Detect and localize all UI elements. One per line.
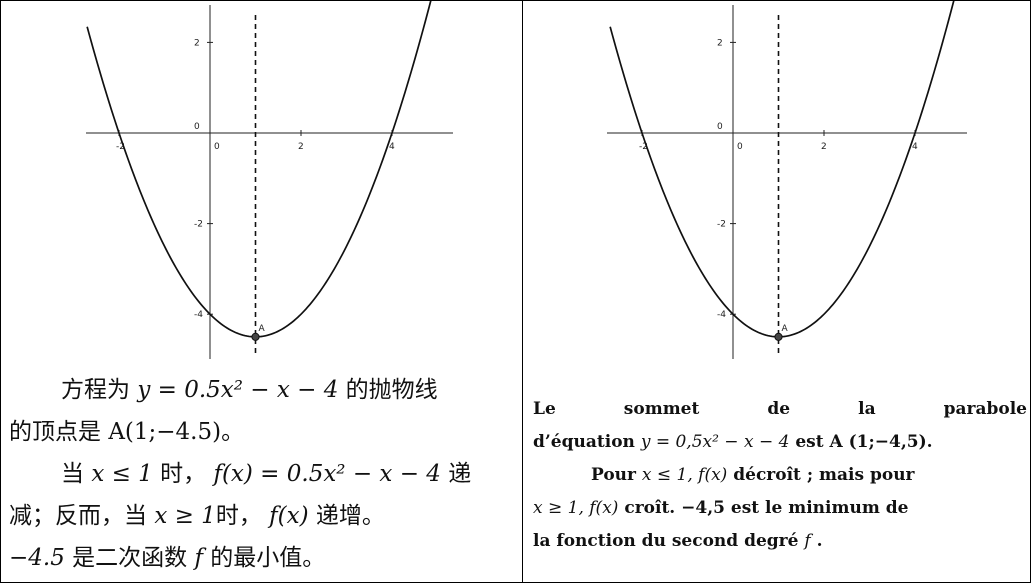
zh-text: 的顶点是 [9, 419, 109, 445]
fr-line-5: la fonction du second degré f . [533, 525, 1027, 558]
vertex-point [774, 332, 783, 341]
fr-condition: x ≥ 1, [533, 498, 584, 518]
fr-text: . [810, 531, 823, 551]
zh-line-1: 方程为 y = 0.5x² − x − 4 的抛物线 [9, 369, 519, 411]
vertex-label: A [259, 324, 266, 334]
x-tick-label: 2 [821, 142, 827, 152]
y-tick-label: 0 [717, 122, 723, 132]
vertex-point [251, 332, 260, 341]
zh-text: 时， [152, 461, 214, 487]
y-tick-label: 2 [194, 38, 200, 48]
french-explanation: Le sommet de la parabole d’équation y = … [533, 393, 1027, 558]
vertex-label: A [782, 324, 789, 334]
fr-line-2: d’équation y = 0,5x² − x − 4 est A (1;−4… [533, 426, 1027, 459]
chinese-explanation: 方程为 y = 0.5x² − x − 4 的抛物线 的顶点是 A(1;−4.5… [9, 369, 519, 579]
x-tick-label: 4 [912, 142, 918, 152]
fr-function: f(x) [583, 498, 619, 518]
x-tick-label: 2 [298, 142, 304, 152]
parabola-graph-left: -2 0 2 4 2 0 -2 -4A [86, 1, 453, 359]
zh-text: 的抛物线 [338, 377, 438, 403]
fr-line-4: x ≥ 1, f(x) croît. −4,5 est le minimum d… [533, 492, 1027, 525]
parabola-graph-right: -2 0 2 4 2 0 -2 -4A [607, 1, 967, 359]
zh-text: 方程为 [61, 377, 138, 403]
parabola-curve [86, 1, 432, 338]
zh-vertex-point: A(1;−4.5) [108, 419, 222, 445]
fr-text: est [789, 432, 830, 452]
zh-text: 递增。 [308, 503, 385, 529]
y-tick-label: 0 [194, 122, 200, 132]
zh-condition: x ≥ 1 [154, 503, 216, 529]
fr-text: Le sommet de la parabole [533, 399, 1027, 419]
zh-line-2: 的顶点是 A(1;−4.5)。 [9, 411, 519, 453]
fr-text: la fonction du second degré [533, 531, 805, 551]
zh-function: f(x) [269, 503, 309, 529]
x-tick-label: 0 [214, 142, 220, 152]
y-tick-label: -4 [717, 310, 726, 320]
zh-minimum-value: −4.5 [9, 545, 65, 571]
fr-text: Pour [591, 465, 642, 485]
fr-text: d’équation [533, 432, 641, 452]
x-tick-label: 4 [389, 142, 395, 152]
fr-line-3: Pour x ≤ 1, f(x) décroît ; mais pour [533, 459, 1027, 492]
zh-text: 。 [221, 419, 245, 445]
fr-text: décroît ; mais pour [727, 465, 915, 485]
fr-vertex-point: A (1;−4,5). [829, 432, 933, 452]
fr-text: croît. −4,5 est le minimum de [618, 498, 909, 518]
zh-text: 的最小值。 [203, 545, 326, 571]
zh-text: 时， [215, 503, 270, 529]
fr-condition: x ≤ 1, [641, 465, 693, 485]
zh-text: 减；反而，当 [9, 503, 155, 529]
x-tick-label: 0 [737, 142, 743, 152]
fr-equation: y = 0,5x² − x − 4 [640, 432, 790, 452]
fr-line-1: Le sommet de la parabole [533, 393, 1027, 426]
zh-text: 当 [61, 461, 92, 487]
zh-line-5: −4.5 是二次函数 f 的最小值。 [9, 537, 519, 579]
y-tick-label: -2 [717, 220, 726, 230]
fr-function: f(x) [692, 465, 728, 485]
y-tick-label: -2 [194, 220, 203, 230]
x-tick-label: -2 [639, 142, 648, 152]
zh-line-3: 当 x ≤ 1 时， f(x) = 0.5x² − x − 4 递 [9, 453, 519, 495]
zh-function-name: f [194, 545, 203, 571]
zh-condition: x ≤ 1 [91, 461, 153, 487]
x-tick-label: -2 [116, 142, 125, 152]
zh-function: f(x) = 0.5x² − x − 4 [213, 461, 441, 487]
zh-text: 递 [440, 461, 472, 487]
parabola-curve [609, 1, 955, 338]
zh-line-4: 减；反而，当 x ≥ 1时， f(x) 递增。 [9, 495, 519, 537]
zh-text: 是二次函数 [64, 545, 195, 571]
zh-equation: y = 0.5x² − x − 4 [137, 377, 339, 403]
y-tick-label: 2 [717, 38, 723, 48]
fr-function-name: f [804, 531, 811, 551]
y-tick-label: -4 [194, 310, 203, 320]
